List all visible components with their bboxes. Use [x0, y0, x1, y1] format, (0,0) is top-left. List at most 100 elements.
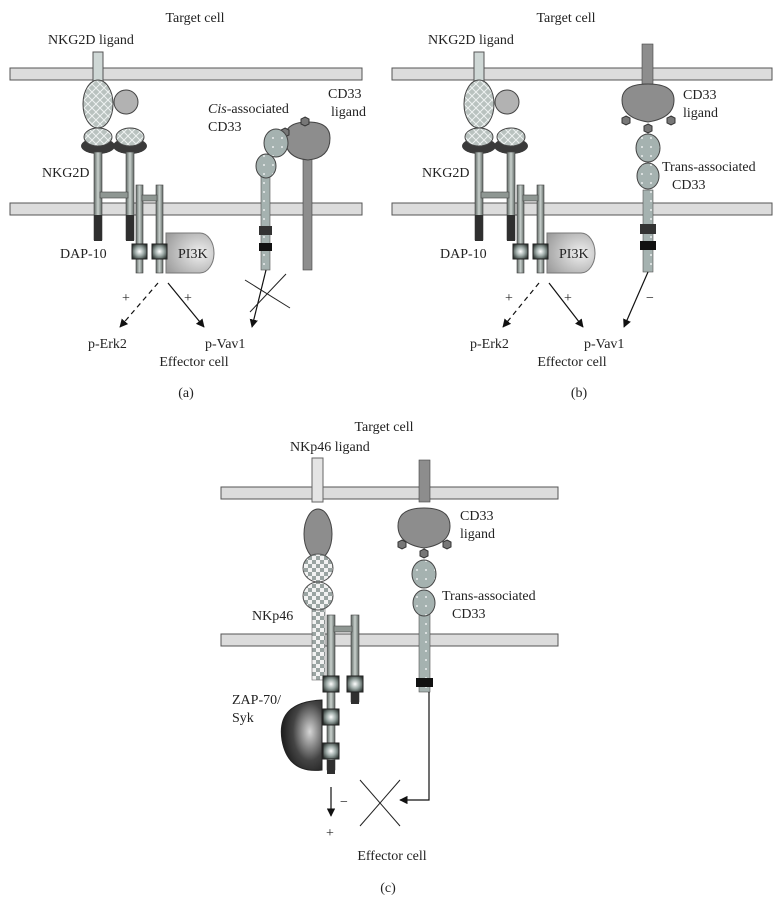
panel-a-plus-vav1: + [184, 291, 192, 306]
panel-a-target-cell-label: Target cell [165, 11, 224, 26]
panel-b-receptor-domain-right [496, 127, 526, 147]
panel-b-cd33-label-1: Trans-associated [662, 160, 756, 175]
panel-b: Target cell NKG2D ligand NKG2D PI3K DAP-… [391, 11, 773, 401]
panel-a-cis-cd33-name: CD33 [208, 120, 241, 135]
panel-c-minus: − [340, 795, 348, 810]
panel-a: Target cell NKG2D ligand NKG2D PI3K DAP-… [9, 11, 366, 401]
panel-c-cd33-ligand-label-2: ligand [460, 527, 495, 542]
panel-a-cd33-domain-2 [263, 128, 289, 158]
panel-a-receptor-tail-left [94, 215, 102, 241]
panel-a-cd33-domain-1 [255, 153, 277, 179]
panel-a-plus-erk2: + [122, 291, 130, 306]
panel-b-itim-1 [640, 224, 656, 234]
panel-b-receptor-tail-left [475, 215, 483, 241]
panel-a-receptor-tail-right [126, 215, 134, 241]
panel-a-ligand-partner [113, 89, 139, 115]
panel-b-arrow-vav1-from-cd33 [623, 271, 649, 328]
panel-b-nkg2d-label: NKG2D [422, 166, 469, 181]
panel-c-cd33-ligand [397, 507, 451, 549]
panel-c-nkp46-domain-2 [302, 581, 334, 611]
panel-a-cis-cd33-label: Cis-associated [208, 102, 289, 117]
panel-a-tyrosine-right [151, 243, 168, 260]
panel-a-receptor-link [99, 191, 129, 199]
panel-a-dap10-stem-right [155, 184, 164, 274]
panel-c-cd33-domain-2 [412, 589, 436, 617]
panel-c-nkp46-ligand-label: NKp46 ligand [290, 440, 370, 455]
panel-b-arrow-erk2 [502, 282, 540, 328]
panel-c: Target cell NKp46 ligand NKp46 ZAP-70/ S… [220, 420, 559, 896]
panel-b-arrow-vav1-from-dap10 [548, 282, 584, 328]
panel-b-nkg2d-ligand-label: NKG2D ligand [428, 33, 514, 48]
panel-b-receptor-domain-left [464, 127, 494, 147]
panel-a-caption: (a) [178, 386, 194, 401]
panel-a-vav1-label: p-Vav1 [205, 337, 245, 352]
panel-a-pi3k-label: PI3K [178, 247, 208, 262]
panel-a-itim-1 [259, 226, 272, 235]
panel-a-nkg2d-ligand-label: NKG2D ligand [48, 33, 134, 48]
panel-b-ligand-stem [473, 51, 485, 85]
panel-a-receptor-domain-left [83, 127, 113, 147]
panel-b-sialic-acid-2 [666, 115, 676, 126]
panel-a-cd33-ligand-stem [302, 157, 313, 271]
panel-c-target-membrane [220, 486, 559, 500]
panel-a-arrow-vav1-from-dap10 [167, 282, 205, 328]
panel-b-sialic-acid-1 [621, 115, 631, 126]
panel-c-block-cross-2 [359, 779, 401, 827]
panel-c-adaptor-tail-left [327, 760, 335, 774]
panel-b-cd33-label-2: CD33 [672, 178, 705, 193]
panel-b-cd33-domain-1 [635, 133, 661, 163]
panel-b-pi3k-label: PI3K [559, 247, 589, 262]
panel-b-target-membrane [391, 67, 773, 81]
panel-a-nkg2d-label: NKG2D [42, 166, 89, 181]
panel-b-target-cell-label: Target cell [536, 11, 595, 26]
panel-b-cd33-ligand [621, 83, 675, 123]
panel-a-pi3k [165, 232, 215, 274]
panel-a-effector-cell-label: Effector cell [159, 355, 228, 370]
panel-b-effector-membrane [391, 202, 773, 216]
panel-a-cd33-ligand-label-1: CD33 [328, 87, 361, 102]
panel-c-nkp46-label: NKp46 [252, 609, 293, 624]
panel-b-erk2-label: p-Erk2 [470, 337, 509, 352]
panel-c-zap70-label-1: ZAP-70/ [232, 693, 281, 708]
panel-a-dap10-link [141, 194, 158, 202]
panel-a-cd33-ligand [284, 121, 331, 161]
panel-c-zap70-syk [280, 699, 323, 771]
panel-c-ligand-domain [303, 508, 333, 560]
panel-b-dap10-link [522, 194, 539, 202]
panel-c-plus: + [326, 826, 334, 841]
panel-b-ligand-domain [463, 79, 495, 129]
panel-b-dap10-stem-right [536, 184, 545, 274]
panel-c-itim [416, 678, 433, 687]
panel-b-cd33-domain-2 [636, 162, 660, 190]
panel-b-receptor-tail-right [507, 215, 515, 241]
panel-c-itam-3 [322, 708, 340, 726]
panel-c-adaptor-link [333, 625, 353, 633]
panel-b-plus-vav1: + [564, 291, 572, 306]
panel-a-arrow-vav1-from-cd33 [249, 269, 267, 328]
panel-c-arrow-inhibition [399, 692, 430, 805]
panel-b-cd33-ligand-label-2: ligand [683, 106, 718, 121]
panel-c-effector-cell-label: Effector cell [357, 849, 426, 864]
panel-b-dap10-label: DAP-10 [440, 247, 487, 262]
panel-a-tyrosine-left [131, 243, 148, 260]
panel-a-dap10-stem-left [135, 184, 144, 274]
panel-b-receptor-link [480, 191, 510, 199]
panel-b-cd33-ligand-label-1: CD33 [683, 88, 716, 103]
panel-a-sialic-acid-1 [300, 116, 310, 127]
panel-a-receptor-domain-right [115, 127, 145, 147]
panel-c-itam-1 [322, 675, 340, 693]
panel-c-ligand-stem [311, 457, 324, 503]
panel-a-dap10-label: DAP-10 [60, 247, 107, 262]
panel-a-target-membrane [9, 67, 363, 81]
panel-c-zap70-label-2: Syk [232, 711, 254, 726]
panel-b-tyrosine-right [532, 243, 549, 260]
panel-c-sialic-acid-1 [397, 539, 407, 550]
panel-b-pi3k [546, 232, 596, 274]
panel-b-caption: (b) [571, 386, 588, 401]
panel-b-minus: − [646, 291, 654, 306]
panel-c-cd33-ligand-label-1: CD33 [460, 509, 493, 524]
panel-c-nkp46-stem [311, 599, 326, 681]
panel-b-ligand-partner [494, 89, 520, 115]
panel-a-block-cross-2 [249, 273, 287, 313]
